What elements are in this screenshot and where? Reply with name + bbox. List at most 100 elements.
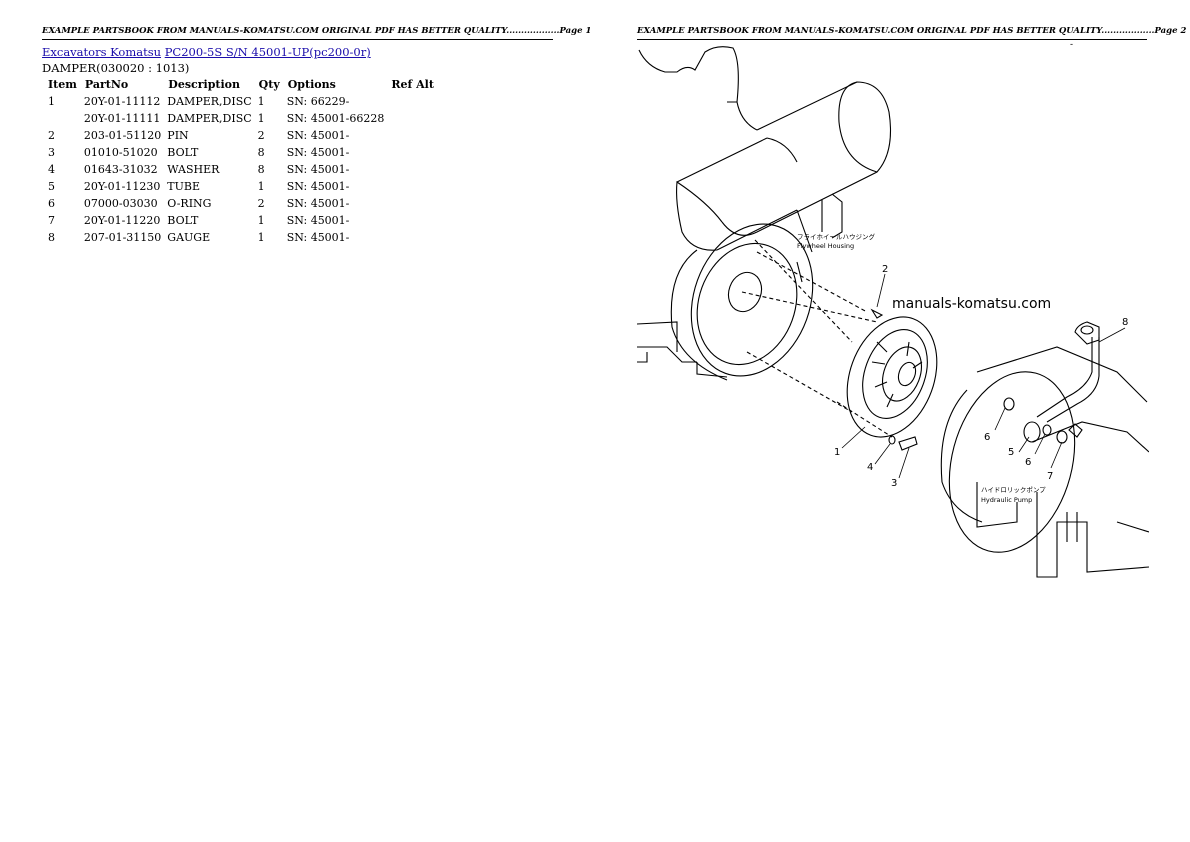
col-header-options: Options — [287, 78, 336, 91]
cell-qty: 1 — [257, 112, 265, 125]
damper-disc-drawing — [846, 316, 938, 438]
cell-qty: 1 — [257, 95, 265, 108]
table-row: 4 01643-31032 WASHER 8 SN: 45001- — [42, 161, 438, 178]
flywheel-housing-drawing — [637, 223, 814, 381]
cell-partno: 207-01-31150 — [83, 231, 162, 244]
callout-8: 8 — [1122, 317, 1128, 328]
page-1-header: EXAMPLE PARTSBOOK FROM MANUALS-KOMATSU.C… — [42, 26, 591, 40]
callout-4: 4 — [867, 462, 873, 473]
callout-6-left: 6 — [984, 432, 990, 443]
col-header-qty: Qty — [258, 78, 280, 91]
cell-refalt — [387, 195, 438, 212]
table-row: 1 20Y-01-11112 DAMPER,DISC 1 SN: 66229- — [42, 93, 438, 110]
table-row: 6 07000-03030 O-RING 2 SN: 45001- — [42, 195, 438, 212]
table-row: 2 203-01-51120 PIN 2 SN: 45001- — [42, 127, 438, 144]
cell-description: TUBE — [167, 180, 201, 193]
callout-2: 2 — [882, 264, 888, 275]
cell-refalt — [387, 127, 438, 144]
cell-qty: 1 — [257, 231, 265, 244]
explosion-lines — [741, 239, 893, 438]
cell-partno: 07000-03030 — [83, 197, 158, 210]
cell-refalt — [387, 229, 438, 246]
cell-qty: 1 — [257, 180, 265, 193]
cell-item: 1 — [48, 95, 55, 108]
cell-partno: 203-01-51120 — [83, 129, 162, 142]
cell-qty: 1 — [257, 214, 265, 227]
page-2-mark: - — [1070, 40, 1074, 50]
cell-options: SN: 45001- — [286, 163, 350, 176]
cell-refalt — [387, 144, 438, 161]
label-flywheel-en: Flywheel Housing — [797, 242, 854, 250]
cell-description: GAUGE — [167, 231, 211, 244]
cell-partno: 20Y-01-11220 — [83, 214, 161, 227]
section-title: DAMPER(030020 : 1013) — [42, 61, 190, 75]
callout-6-right: 6 — [1025, 457, 1031, 468]
col-header-description: Description — [168, 78, 240, 91]
engine-drawing — [638, 46, 892, 253]
cell-options: SN: 45001- — [286, 214, 350, 227]
callout-numbers: 2 8 6 6 5 7 1 4 3 — [834, 264, 1128, 489]
cell-description: O-RING — [167, 197, 212, 210]
breadcrumb-link-model[interactable]: PC200-5S S/N 45001-UP(pc200-0r) — [164, 45, 371, 59]
cell-item: 4 — [48, 163, 55, 176]
cell-options: SN: 45001-66228 — [286, 112, 385, 125]
table-row: 5 20Y-01-11230 TUBE 1 SN: 45001- — [42, 178, 438, 195]
diagram-labels: フライホイールハウジング Flywheel Housing ハイドロリックポンプ… — [797, 232, 1046, 504]
exploded-parts-diagram: 2 8 6 6 5 7 1 4 3 フライホイールハウジング Flywheel … — [637, 46, 1149, 578]
cell-refalt — [387, 212, 438, 229]
table-row: 7 20Y-01-11220 BOLT 1 SN: 45001- — [42, 212, 438, 229]
cell-options: SN: 45001- — [286, 197, 350, 210]
callout-1: 1 — [834, 447, 840, 458]
cell-item: 2 — [48, 129, 55, 142]
page-2-header: EXAMPLE PARTSBOOK FROM MANUALS-KOMATSU.C… — [637, 26, 1186, 40]
label-pump-jp: ハイドロリックポンプ — [981, 486, 1046, 494]
cell-partno: 01010-51020 — [83, 146, 158, 159]
cell-description: BOLT — [167, 146, 199, 159]
cell-description: DAMPER,DISC — [167, 112, 252, 125]
cell-description: PIN — [167, 129, 189, 142]
col-header-refalt: Ref Alt — [391, 78, 434, 91]
cell-item — [42, 110, 81, 127]
callout-leaders — [841, 273, 1126, 479]
cell-partno: 20Y-01-11112 — [83, 95, 161, 108]
table-row: 3 01010-51020 BOLT 8 SN: 45001- — [42, 144, 438, 161]
parts-table: Item PartNo Description Qty Options Ref … — [42, 76, 438, 246]
cell-refalt — [387, 178, 438, 195]
cell-description: DAMPER,DISC — [167, 95, 252, 108]
cell-options: SN: 66229- — [286, 95, 350, 108]
cell-description: BOLT — [167, 214, 199, 227]
cell-partno: 20Y-01-11111 — [83, 112, 161, 125]
cell-item: 7 — [48, 214, 55, 227]
cell-refalt — [387, 161, 438, 178]
cell-options: SN: 45001- — [286, 146, 350, 159]
cell-item: 3 — [48, 146, 55, 159]
cell-qty: 2 — [257, 197, 265, 210]
cell-refalt — [387, 110, 438, 127]
cell-options: SN: 45001- — [286, 180, 350, 193]
cell-qty: 8 — [257, 163, 265, 176]
hydraulic-pump-drawing — [940, 321, 1149, 578]
table-row: 8 207-01-31150 GAUGE 1 SN: 45001- — [42, 229, 438, 246]
cell-item: 5 — [48, 180, 55, 193]
cell-qty: 8 — [257, 146, 265, 159]
cell-item: 6 — [48, 197, 55, 210]
watermark-text: manuals-komatsu.com — [892, 296, 1052, 312]
label-pump-en: Hydraulic Pump — [981, 496, 1032, 504]
cell-qty: 2 — [257, 129, 265, 142]
callout-7: 7 — [1047, 471, 1053, 482]
cell-item: 8 — [48, 231, 55, 244]
cell-description: WASHER — [167, 163, 220, 176]
cell-options: SN: 45001- — [286, 231, 350, 244]
callout-3: 3 — [891, 478, 897, 489]
cell-options: SN: 45001- — [286, 129, 350, 142]
cell-refalt — [387, 93, 438, 110]
breadcrumb-link-category[interactable]: Excavators Komatsu — [42, 45, 162, 59]
col-header-partno: PartNo — [84, 78, 129, 91]
callout-5: 5 — [1008, 447, 1014, 458]
table-row: 20Y-01-11111 DAMPER,DISC 1 SN: 45001-66228 — [42, 110, 438, 127]
breadcrumb: Excavators Komatsu PC200-5S S/N 45001-UP… — [42, 45, 371, 59]
cell-partno: 20Y-01-11230 — [83, 180, 161, 193]
col-header-item: Item — [48, 78, 77, 91]
label-flywheel-jp: フライホイールハウジング — [797, 232, 876, 241]
cell-partno: 01643-31032 — [83, 163, 158, 176]
